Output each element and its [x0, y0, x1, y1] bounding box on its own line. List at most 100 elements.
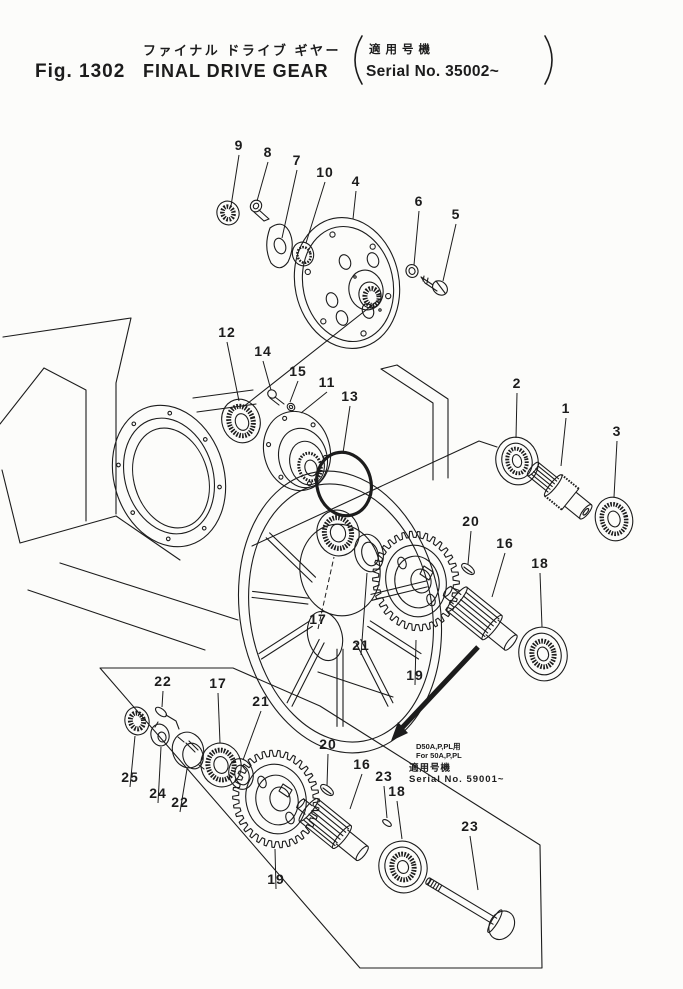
callout-leader-14	[262, 360, 272, 391]
callout-leader-11	[300, 391, 328, 414]
callout-leader-18	[539, 572, 543, 628]
wheel-spoke	[269, 532, 317, 578]
callout-number-12: 12	[218, 324, 236, 340]
bearing2-fit-line	[251, 440, 498, 547]
part-16-pinion-mid	[442, 585, 518, 651]
callout-number-20: 20	[319, 736, 337, 752]
close-paren	[544, 35, 553, 85]
callout-leader-21	[242, 710, 262, 761]
part-21-ring-mid	[354, 533, 384, 573]
callout-number-5: 5	[452, 206, 461, 222]
part-18-bearing-mid	[518, 626, 568, 682]
bolt-hole	[266, 441, 272, 448]
callout-number-15: 15	[289, 363, 307, 379]
part-20-key-bottom	[320, 783, 334, 797]
housing-outline	[0, 298, 498, 698]
gear-keyway	[419, 565, 434, 581]
callout-number-13: 13	[341, 388, 359, 404]
callout-number-2: 2	[513, 375, 522, 391]
callout-number-8: 8	[264, 144, 273, 160]
wheel-hub	[299, 523, 381, 617]
callout-leader-22	[179, 768, 188, 813]
bolt-hole	[369, 243, 376, 250]
bolt-hole	[329, 231, 336, 238]
part-8-bolt	[249, 199, 270, 222]
callout-number-9: 9	[235, 137, 244, 153]
part-9-nut	[216, 200, 240, 226]
bolt-hole	[130, 510, 136, 515]
callout-leader-20	[467, 530, 472, 565]
callout-leader-3	[613, 440, 618, 498]
callout-leader-13	[342, 405, 351, 454]
callout-number-10: 10	[316, 164, 334, 180]
callout-number-21: 21	[352, 637, 370, 653]
variant-arrow-shaft	[398, 645, 480, 732]
bolt-hole	[385, 292, 392, 300]
callout-leader-16	[349, 773, 363, 810]
callout-number-16: 16	[353, 756, 371, 772]
callout-number-23: 23	[461, 818, 479, 834]
callout-number-19: 19	[406, 667, 424, 683]
part-24-lock-washer	[150, 721, 170, 747]
callout-leader-23	[383, 785, 388, 819]
bolt-hole	[320, 318, 327, 325]
callout-number-17: 17	[209, 675, 227, 691]
part-17-bearing-bottom	[200, 742, 242, 788]
callout-leader-19	[274, 848, 277, 890]
part-23-pin-small	[382, 818, 392, 828]
part-20-key-mid	[461, 562, 475, 576]
callout-number-11: 11	[319, 374, 336, 390]
wheel-spoke	[258, 620, 311, 655]
wheel-spoke	[260, 625, 313, 660]
title-japanese: ファイナル ドライブ ギヤー	[143, 43, 341, 58]
callout-number-19: 19	[267, 871, 285, 887]
bolt-hole	[165, 536, 171, 542]
sprocket-hub-wheel	[237, 470, 443, 754]
wheel-spoke	[369, 620, 422, 655]
bolt-hole	[201, 525, 207, 531]
phantom-case-corner	[380, 364, 449, 481]
callout-number-21: 21	[252, 693, 270, 709]
variant-pointer	[391, 645, 480, 741]
callout-leader-25	[129, 735, 136, 788]
callout-number-16: 16	[496, 535, 514, 551]
callout-number-3: 3	[613, 423, 622, 439]
callout-number-18: 18	[531, 555, 549, 571]
callout-number-25: 25	[121, 769, 139, 785]
header: Fig. 1302 ファイナル ドライブ ギヤー FINAL DRIVE GEA…	[35, 35, 553, 85]
bolt-hole	[310, 422, 316, 428]
serial-range-english: Serial No. 35002~	[366, 63, 499, 80]
callout-leader-7	[281, 169, 298, 239]
bolt-hole	[202, 437, 208, 442]
retainer-bolt-holes	[266, 415, 328, 487]
callout-leader-1	[560, 417, 567, 467]
variant-arrow-head	[391, 722, 408, 741]
disc-splined-bore	[362, 286, 382, 308]
callout-leader-16	[491, 552, 506, 598]
housing-flange-outer	[111, 404, 227, 548]
part-1-pinion-shaft	[526, 461, 593, 520]
callout-leader-12	[226, 341, 240, 402]
bolt-hole	[304, 268, 311, 276]
callout-leader-21	[360, 572, 368, 656]
callout-number-17: 17	[309, 611, 327, 627]
callout-leader-17	[317, 556, 335, 630]
part-6-nut	[405, 264, 419, 278]
callout-leader-5	[442, 223, 457, 282]
part-16-pinion-bottom	[295, 797, 369, 862]
callout-number-14: 14	[254, 343, 272, 359]
variant-panel-border	[99, 667, 543, 969]
bolt-hole	[167, 410, 173, 416]
part-2-bearing	[495, 436, 539, 486]
part-19-final-gear-mid	[372, 530, 460, 632]
disc-hub	[348, 269, 384, 311]
callout-number-1: 1	[562, 400, 571, 416]
callout-number-18: 18	[388, 783, 406, 799]
callout-leader-24	[157, 746, 162, 804]
callout-number-4: 4	[352, 173, 361, 189]
housing-flange-bolt-holes	[116, 410, 222, 542]
gear-keyway	[278, 783, 293, 798]
